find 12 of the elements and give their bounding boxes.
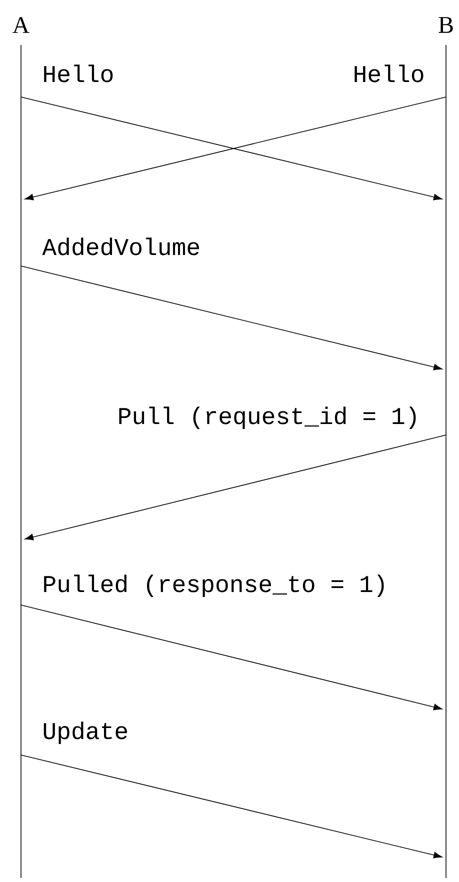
arrow — [24, 434, 446, 540]
arrow — [20, 604, 442, 710]
participant-label: B — [438, 17, 453, 33]
message-label: Update — [44, 722, 128, 744]
arrow — [20, 266, 442, 370]
message-label: Pulled (response_to = 1) — [44, 574, 384, 597]
message-label: AddedVolume — [42, 238, 199, 256]
message-label: Hello — [44, 64, 113, 82]
arrow — [20, 754, 442, 858]
message-label: Pull (request_id = 1) — [119, 406, 416, 429]
message-label: Hello — [354, 64, 424, 82]
participant-label: A — [12, 17, 30, 33]
